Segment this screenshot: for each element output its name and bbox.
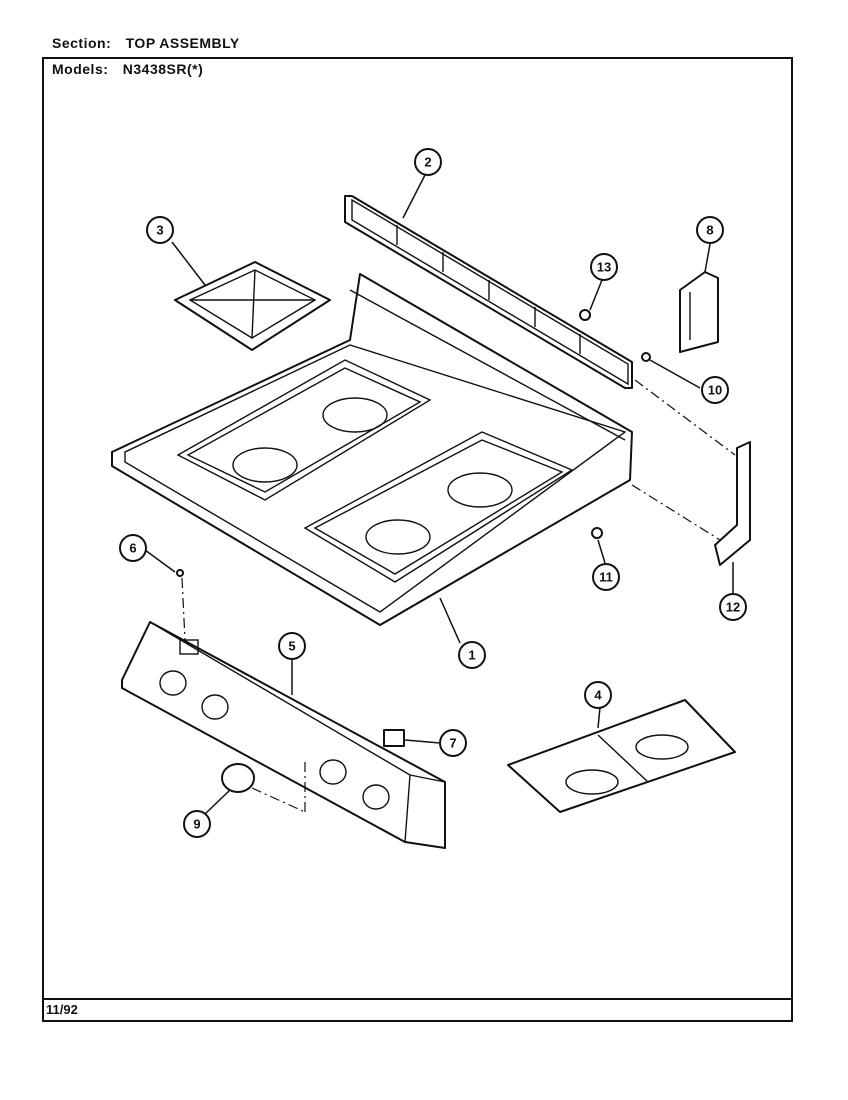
svg-text:9: 9	[193, 817, 200, 832]
callout-7: 7	[439, 729, 467, 757]
section-label: Section:	[52, 35, 112, 51]
screw-10-part	[641, 352, 651, 362]
svg-text:12: 12	[726, 600, 740, 615]
callout-1: 1	[458, 641, 486, 669]
svg-text:7: 7	[449, 736, 456, 751]
control-panel-part	[121, 621, 446, 849]
callout-12: 12	[719, 593, 747, 621]
callout-3: 3	[146, 216, 174, 244]
screw-6-part	[176, 569, 184, 577]
callout-6: 6	[119, 534, 147, 562]
backguard-trim-part	[344, 195, 633, 389]
assembly-line	[631, 484, 721, 541]
section-header: Section: TOP ASSEMBLY	[52, 35, 240, 51]
callout-10: 10	[701, 376, 729, 404]
callout-2: 2	[414, 148, 442, 176]
callout-5: 5	[278, 632, 306, 660]
assembly-line	[634, 379, 736, 456]
callout-4: 4	[584, 681, 612, 709]
svg-text:5: 5	[288, 639, 295, 654]
side-trim-part	[714, 441, 751, 566]
svg-text:2: 2	[424, 155, 431, 170]
clip-11-part	[591, 527, 603, 539]
section-value: TOP ASSEMBLY	[125, 35, 240, 51]
footer-rule	[42, 998, 793, 1000]
svg-text:13: 13	[597, 260, 611, 275]
callout-11: 11	[592, 563, 620, 591]
burner-grate-part	[174, 261, 331, 351]
knob-part	[221, 760, 306, 813]
svg-text:6: 6	[129, 541, 136, 556]
switch-part	[383, 729, 405, 747]
svg-text:11: 11	[599, 570, 613, 585]
models-label: Models:	[52, 61, 109, 77]
svg-text:3: 3	[156, 223, 163, 238]
svg-text:1: 1	[468, 648, 475, 663]
assembly-line	[181, 577, 186, 641]
models-header: Models: N3438SR(*)	[52, 61, 203, 77]
diagram-frame	[42, 57, 793, 1022]
screw-13-part	[579, 309, 591, 321]
callout-8: 8	[696, 216, 724, 244]
svg-text:4: 4	[594, 688, 602, 703]
callout-9: 9	[183, 810, 211, 838]
svg-text:10: 10	[708, 383, 722, 398]
callout-13: 13	[590, 253, 618, 281]
svg-text:8: 8	[706, 223, 713, 238]
footer-date: 11/92	[46, 1002, 78, 1017]
bracket-part	[679, 271, 719, 353]
burner-box-insert-part	[507, 699, 736, 813]
main-top-part	[111, 273, 633, 626]
models-value: N3438SR(*)	[122, 61, 204, 77]
